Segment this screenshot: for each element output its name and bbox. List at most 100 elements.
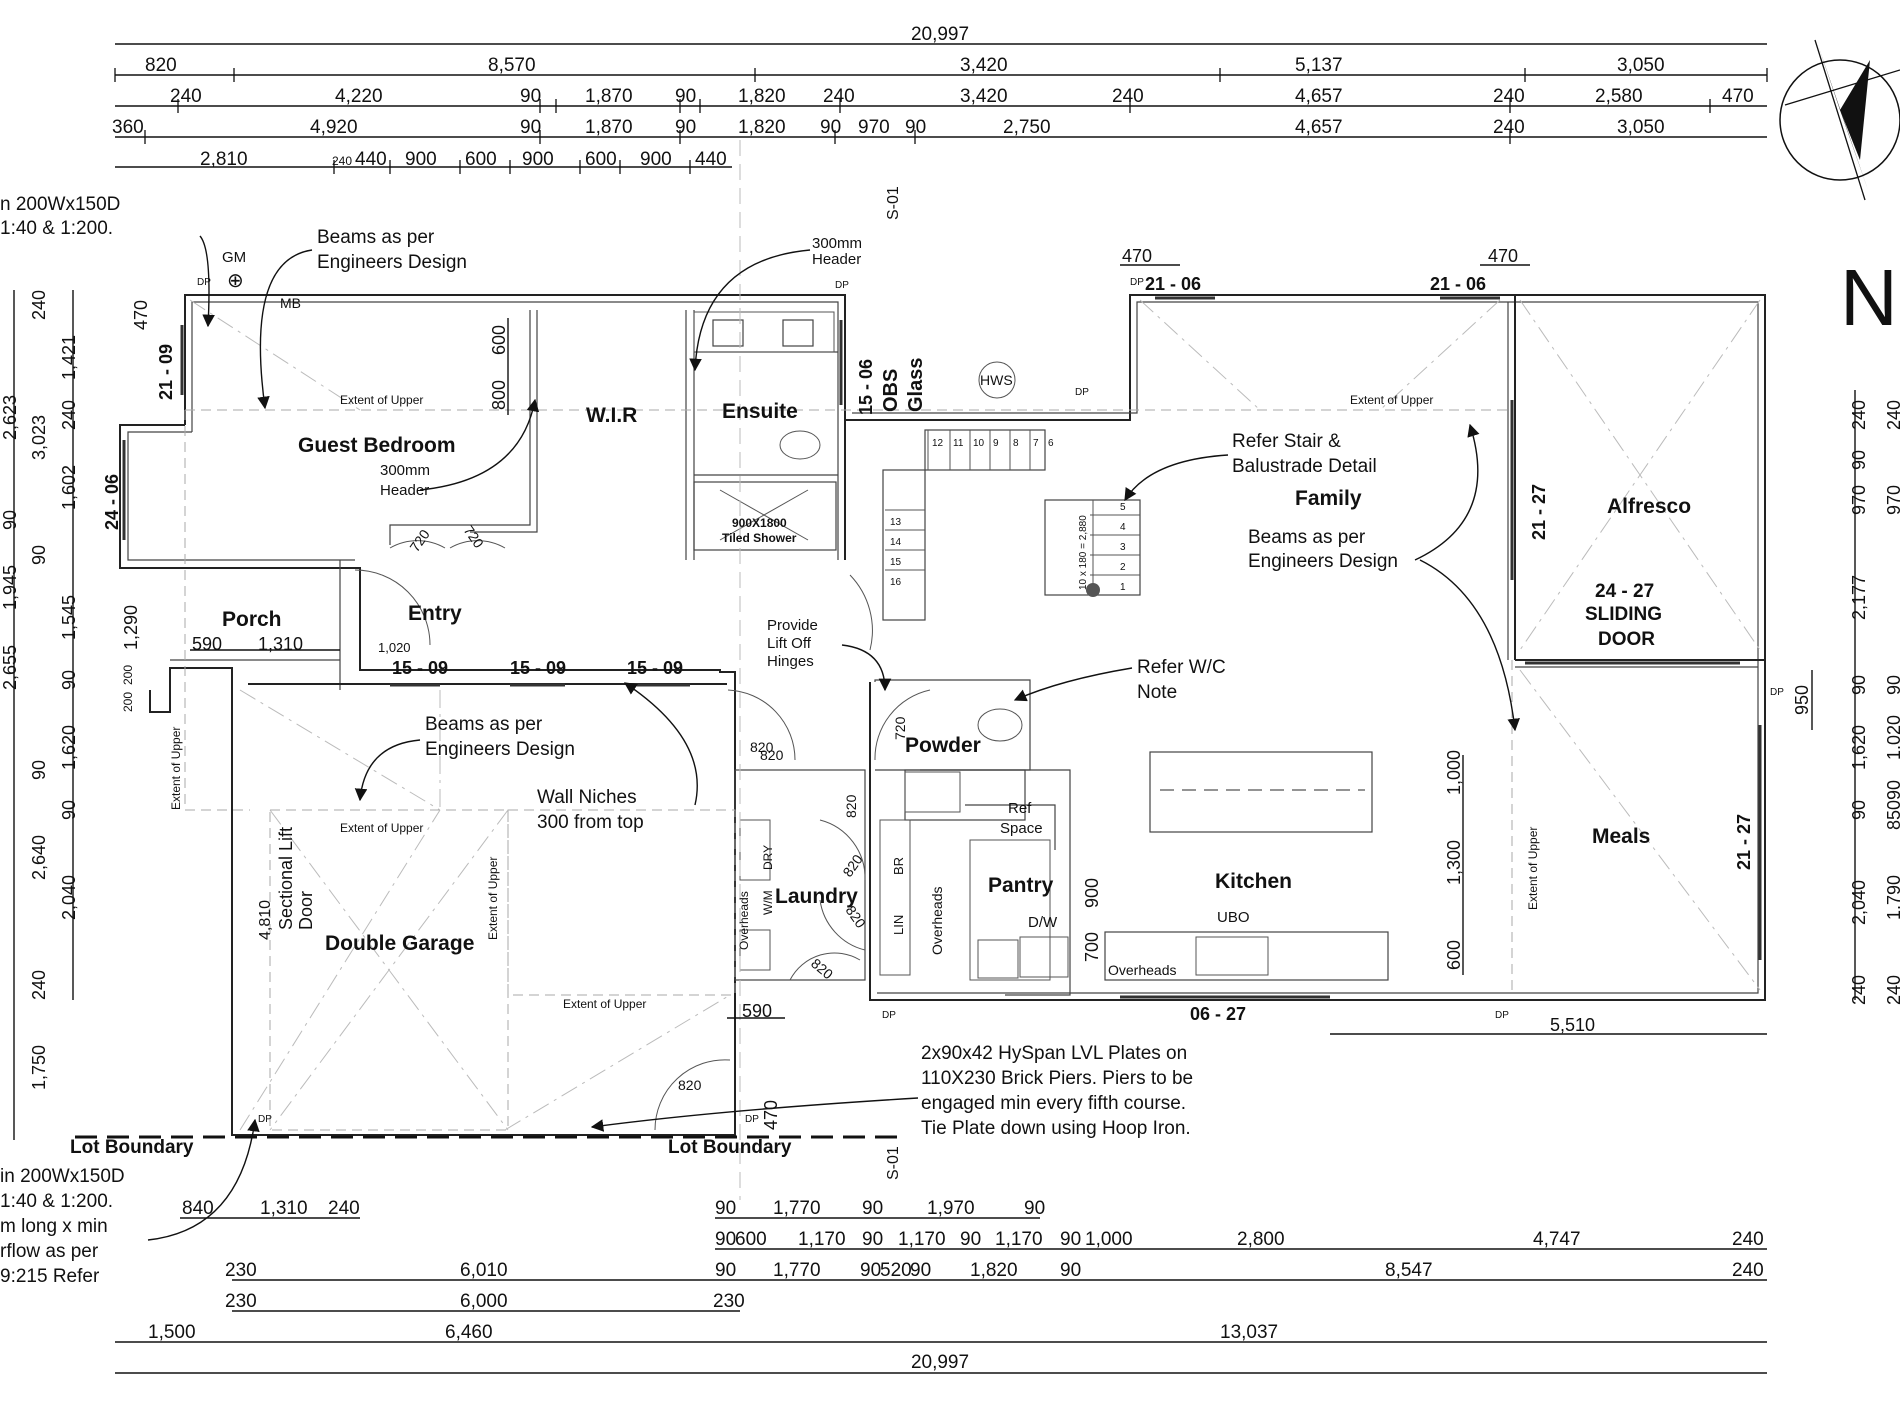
dim-top3-1: 4,220 [335,86,383,107]
dim-top4-1: 4,920 [310,117,358,138]
dim-bot2-1: 600 [735,1229,767,1250]
dim-inner-20: 900 [1082,878,1102,908]
dim-inner-21: 700 [1082,932,1102,962]
extent-upper-4: Extent of Upper [563,997,646,1011]
s01-bottom: S-01 [885,1146,902,1180]
stair-2: 2 [1120,562,1126,573]
dim-left-4: 3,023 [29,415,49,460]
door-swings [354,540,931,1131]
sliding-1: 24 - 27 [1595,581,1654,602]
stair-7: 7 [1033,438,1039,449]
dim-inner-13: 820 [750,739,774,755]
dim-top3-2: 90 [520,86,541,107]
dim-inner-15: 820 [839,851,866,879]
dp-5: DP [1770,687,1784,698]
dim-inner-9: 200 [121,692,135,712]
dim-bot2-0: 90 [715,1229,736,1250]
dim-inner-12: 720 [461,523,488,551]
window-21-09-left: 21 - 09 [156,344,176,400]
dim-left-12: 1,620 [59,725,79,770]
note-bl-5: 9:215 Refer [0,1266,100,1287]
dim-inner-25: 950 [1792,685,1812,715]
dim-top5-1: 240 [332,154,352,168]
dim-bot3-4: 90 [860,1260,881,1281]
dim-top3-8: 240 [1112,86,1144,107]
glass-label: Glass [905,358,927,412]
dim-inner-14: 820 [843,794,859,818]
extent-upper-1: Extent of Upper [340,393,423,407]
sectional-2: Door [296,891,316,930]
dp-8: DP [258,1114,272,1125]
note-stair-b: Balustrade Detail [1232,456,1377,477]
sectional-1: Sectional Lift [276,827,296,930]
shower-label: Tiled Shower [722,531,797,545]
dim-bot5-1: 6,460 [445,1322,493,1343]
window-21-27-right: 21 - 27 [1734,814,1754,870]
window-15-09-c: 15 - 09 [627,658,683,678]
dp-1: DP [197,277,211,288]
stair-4: 4 [1120,522,1126,533]
note-beams2-a: Beams as per [1248,527,1366,548]
dim-left-17: 240 [29,970,49,1000]
stair-10: 10 [973,438,985,449]
dim-inner-10: 200 [121,665,135,685]
dim-right-13: 90 [1884,780,1900,800]
note-tl-1: n 200Wx150D [0,194,120,215]
note-wc-a: Refer W/C [1137,657,1226,678]
dim-bot1-5: 90 [862,1198,883,1219]
stair-dim: 10 x 180 = 2,880 [1078,515,1089,590]
note-niche-b: 300 from top [537,812,644,833]
dim-inner-22: 1,000 [1444,750,1464,795]
dim-right-5: 1,620 [1849,725,1869,770]
dim-bot3-2: 90 [715,1260,736,1281]
dim-top3-10: 240 [1493,86,1525,107]
dim-left-16: 2,040 [59,875,79,920]
dim-top-total: 20,997 [911,24,969,45]
dim-right-16: 240 [1884,975,1900,1005]
room-alfresco: Alfresco [1607,495,1691,518]
overheads-pantry: Overheads [929,887,945,955]
dim-right-9: 240 [1884,400,1900,430]
north-label: N [1840,253,1898,342]
dim-top5-7: 900 [640,149,672,170]
walls [119,294,1766,1136]
dim-top3-4: 90 [675,86,696,107]
dim-left-13: 90 [29,760,49,780]
dim-right-2: 970 [1849,485,1869,515]
dim-bot4-0: 230 [225,1291,257,1312]
lin-label: LIN [891,915,906,935]
dp-9: DP [745,1114,759,1125]
extent-upper-7: Extent of Upper [1526,827,1540,910]
obs-label: OBS [880,369,902,412]
dim-left-3: 240 [59,400,79,430]
dim-inner-27: 470 [761,1100,781,1130]
dim-bot2-5: 90 [960,1229,981,1250]
dim-top3-9: 4,657 [1295,86,1343,107]
dim-bot5-2: 13,037 [1220,1322,1278,1343]
note-lift-b: Lift Off [767,635,812,652]
note-bl-3: m long x min [0,1216,108,1237]
dim-top3-12: 470 [1722,86,1754,107]
dim-inner-11: 720 [406,526,433,554]
room-laundry: Laundry [775,885,858,908]
stair-8: 8 [1013,438,1019,449]
dim-left-8: 90 [29,545,49,565]
note-wc-b: Note [1137,682,1177,703]
dim-top5-4: 600 [465,149,497,170]
stair-13: 13 [890,517,902,528]
dim-top2-3: 5,137 [1295,55,1343,76]
window-15-09-b: 15 - 09 [510,658,566,678]
dim-bot1-3: 90 [715,1198,736,1219]
dim-inner-17: 820 [808,955,836,982]
dim-right-3: 2,177 [1849,575,1869,620]
dim-bot2-11: 240 [1732,1229,1764,1250]
window-marks [122,296,1762,999]
dim-left-18: 1,750 [29,1045,49,1090]
room-ensuite: Ensuite [722,400,798,423]
top-dimensions: 20,997 820 8,570 3,420 5,137 3,050 240 4… [112,24,1768,174]
dim-bot1-0: 840 [182,1198,214,1219]
dim-top3-6: 240 [823,86,855,107]
window-15-06: 15 - 06 [856,359,876,415]
dp-6: DP [1495,1010,1509,1021]
room-guest-bedroom: Guest Bedroom [298,434,456,457]
